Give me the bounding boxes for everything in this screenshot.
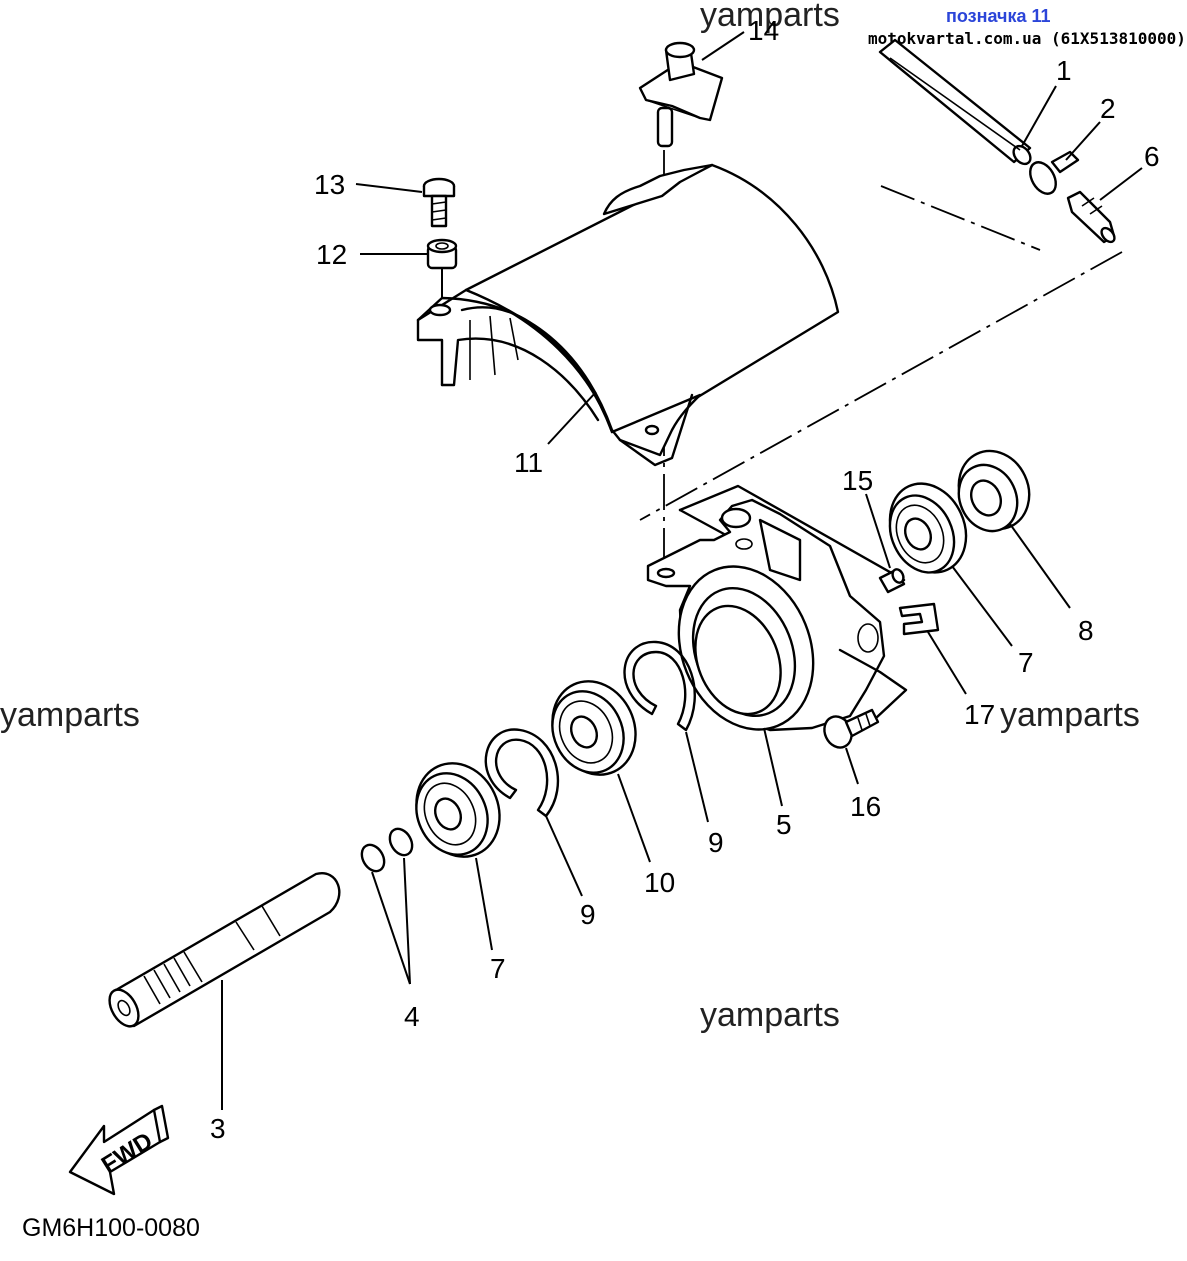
part-10-bearing: [551, 680, 637, 776]
callout-5: 5: [776, 809, 792, 840]
part-1-hose: [878, 38, 1032, 166]
callout-15: 15: [842, 465, 873, 496]
source-label: motokvartal.com.ua (61X513810000): [868, 29, 1186, 48]
part-11-cover: [416, 163, 840, 467]
callout-9-lower: 9: [580, 899, 596, 930]
axis-line-tube: [880, 185, 1041, 251]
part-7-bearing-left: [415, 762, 501, 858]
callout-9-upper: 9: [708, 827, 724, 858]
part-12-collar: [426, 238, 458, 300]
callout-8: 8: [1078, 615, 1094, 646]
leader-lines: [221, 31, 1143, 1110]
watermark-right: yamparts: [1000, 696, 1140, 734]
callout-11: 11: [514, 447, 543, 478]
callout-10: 10: [644, 867, 675, 898]
callout-6: 6: [1144, 141, 1160, 172]
part-7-bearing-right: [888, 482, 968, 574]
diagram-code: GM6H100-0080: [22, 1214, 200, 1242]
callout-12: 12: [316, 239, 347, 270]
part-14-bracket: [638, 41, 724, 148]
callout-7-left: 7: [490, 953, 506, 984]
callout-3: 3: [210, 1113, 226, 1144]
callout-1: 1: [1056, 55, 1072, 86]
part-4-o-rings: [360, 827, 414, 873]
part-6-fitting: [1066, 190, 1116, 244]
callout-17: 17: [964, 699, 995, 730]
callout-13: 13: [314, 169, 345, 200]
part-3-shaft: [108, 872, 341, 1028]
callout-16: 16: [850, 791, 881, 822]
forward-arrow-icon: FWD: [68, 1104, 170, 1196]
callout-7-right: 7: [1018, 647, 1034, 678]
part-reference-label: позначка 11: [946, 6, 1051, 26]
callout-numbers: 14 1 2 6 13 12 11 15 8 7 17 16 5 9 10 9 …: [210, 15, 1160, 1144]
callout-2: 2: [1100, 93, 1116, 124]
callout-4: 4: [404, 1001, 420, 1032]
part-9-snap-ring-lower: [484, 728, 560, 818]
part-13-bolt: [422, 177, 456, 228]
watermark-bottom: yamparts: [700, 996, 840, 1034]
axis-line-hose: [639, 251, 1123, 521]
part-5-housing: [646, 484, 908, 732]
part-9-snap-ring-upper: [623, 640, 696, 732]
watermark-top: yamparts: [700, 0, 840, 34]
part-15-pin: [878, 568, 906, 594]
callout-14: 14: [748, 15, 779, 46]
part-17-clip: [898, 602, 940, 636]
watermark-left: yamparts: [0, 696, 140, 734]
part-8-bearing: [957, 449, 1031, 533]
part-2-clamp: [1029, 150, 1080, 195]
part-16-screw: [823, 708, 880, 749]
